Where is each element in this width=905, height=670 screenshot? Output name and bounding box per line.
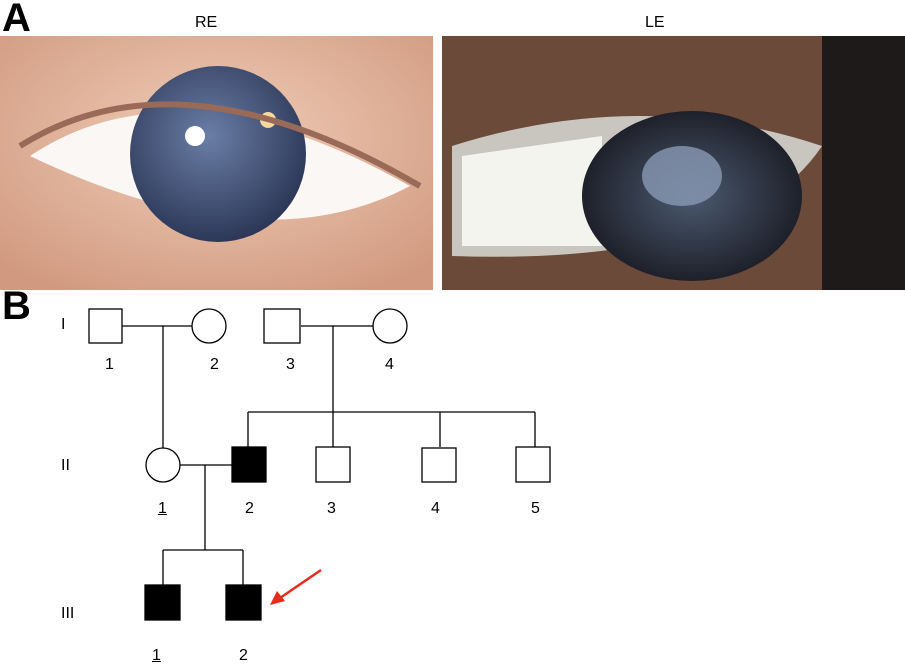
individual-II-5 [515, 446, 551, 483]
id-label: 1 [158, 500, 167, 517]
le-label: LE [645, 14, 665, 31]
panel-b-letter: B [2, 284, 31, 328]
individual-III-1 [144, 584, 181, 621]
individual-I-3 [263, 308, 301, 344]
id-label: 1 [152, 647, 161, 664]
id-label: 2 [239, 647, 248, 664]
left-eye-photo [442, 36, 905, 290]
id-label: 1 [105, 356, 114, 373]
id-label: 2 [245, 500, 254, 517]
individual-II-1 [145, 447, 181, 483]
individual-II-2 [231, 446, 267, 483]
id-label: 4 [431, 500, 440, 517]
individual-II-3 [315, 446, 351, 483]
individual-III-2 [225, 584, 262, 621]
id-label: 5 [531, 500, 540, 517]
generation-label: I [61, 316, 66, 333]
proband-arrow [270, 568, 322, 605]
individual-II-4 [421, 447, 457, 483]
id-label: 3 [286, 356, 295, 373]
id-label: 4 [385, 356, 394, 373]
right-eye-photo [0, 36, 433, 290]
panel-a-letter: A [2, 0, 31, 40]
individual-I-2 [191, 308, 227, 344]
generation-label: III [61, 605, 75, 622]
individual-I-1 [88, 308, 123, 344]
id-label: 2 [210, 356, 219, 373]
re-label: RE [195, 14, 218, 31]
individual-I-4 [372, 308, 408, 344]
id-label: 3 [327, 500, 336, 517]
generation-label: II [61, 457, 70, 474]
